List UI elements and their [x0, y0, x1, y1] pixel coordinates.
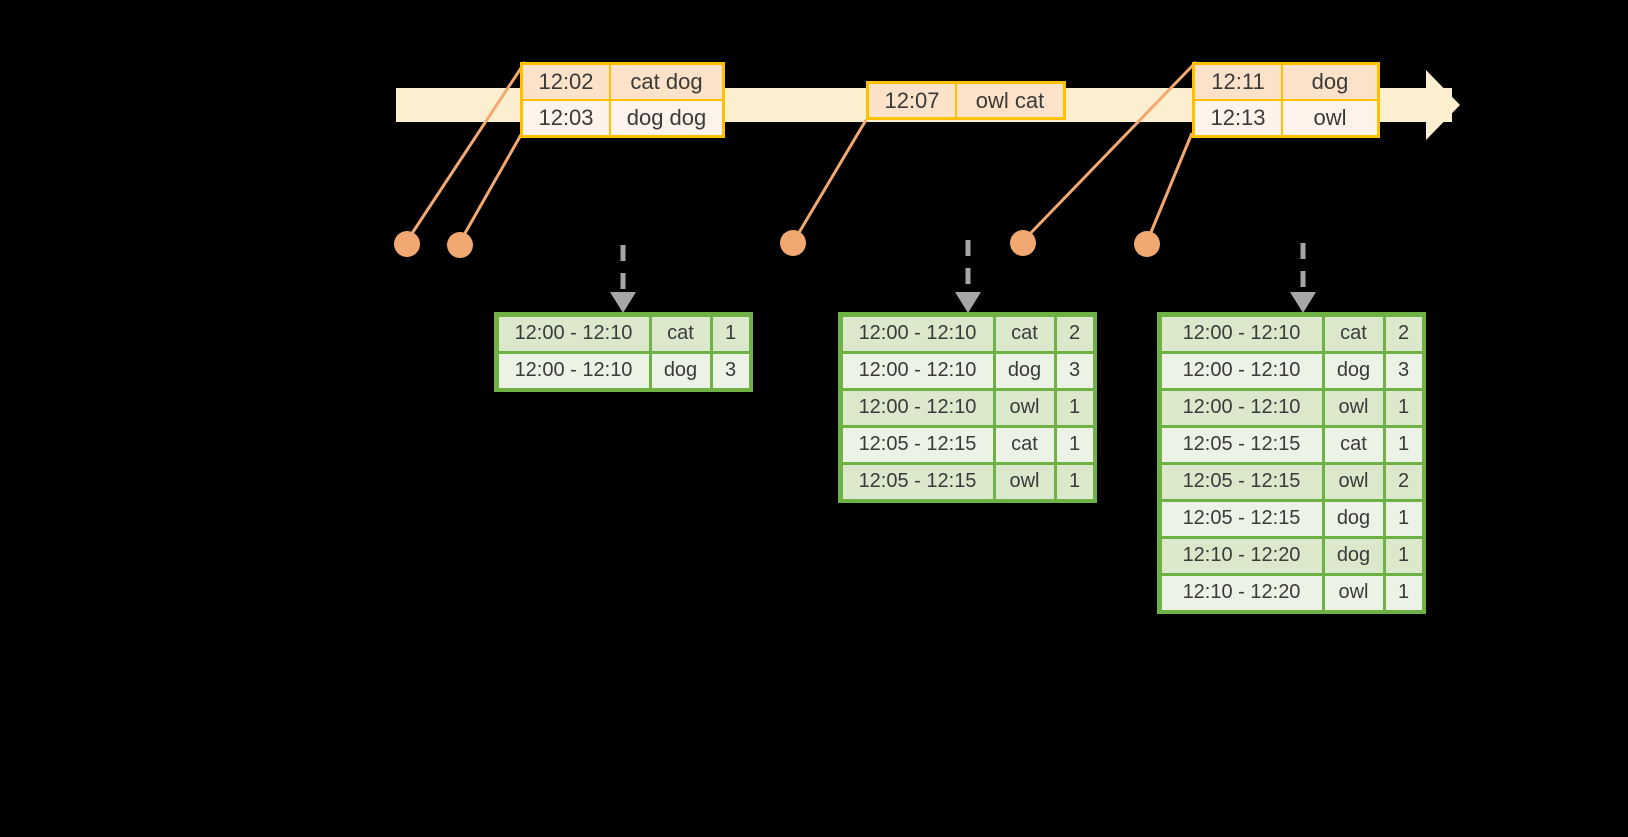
table-row[interactable]: 12:05 - 12:15 dog 1	[1160, 500, 1423, 537]
key-cell: owl	[1324, 464, 1383, 499]
window-cell: 12:00 - 12:10	[1161, 390, 1322, 425]
count-cell: 2	[1385, 464, 1422, 499]
window-cell: 12:10 - 12:20	[1161, 575, 1322, 610]
table-row[interactable]: 12:00 - 12:10 owl 1	[1160, 389, 1423, 426]
result-table-2[interactable]: 12:00 - 12:10 cat 2 12:00 - 12:10 dog 3 …	[838, 312, 1097, 503]
key-cell: cat	[651, 316, 710, 351]
table-row[interactable]: 12:05 - 12:15 owl 1	[841, 463, 1094, 500]
event-row[interactable]: 12:03 dog dog	[523, 99, 722, 135]
emit-arrows	[620, 240, 1306, 292]
count-cell: 1	[1385, 575, 1422, 610]
event-group-3[interactable]: 12:11 dog 12:13 owl	[1192, 62, 1380, 138]
event-value: dog dog	[609, 101, 722, 135]
event-value: dog	[1281, 65, 1377, 99]
count-cell: 1	[1385, 501, 1422, 536]
table-row[interactable]: 12:00 - 12:10 dog 3	[1160, 352, 1423, 389]
count-cell: 3	[1385, 353, 1422, 388]
window-cell: 12:05 - 12:15	[1161, 427, 1322, 462]
key-cell: dog	[651, 353, 710, 388]
key-cell: owl	[995, 390, 1054, 425]
window-cell: 12:00 - 12:10	[842, 353, 993, 388]
window-cell: 12:00 - 12:10	[1161, 316, 1322, 351]
event-time: 12:11	[1211, 69, 1265, 94]
window-cell: 12:00 - 12:10	[1161, 353, 1322, 388]
count-cell: 2	[1385, 316, 1422, 351]
count-cell: 3	[712, 353, 749, 388]
result-table-1[interactable]: 12:00 - 12:10 cat 1 12:00 - 12:10 dog 3	[494, 312, 753, 392]
event-row[interactable]: 12:07 owl cat	[869, 84, 1063, 117]
table-row[interactable]: 12:00 - 12:10 cat 2	[841, 315, 1094, 352]
table-row[interactable]: 12:05 - 12:15 owl 2	[1160, 463, 1423, 500]
window-cell: 12:00 - 12:10	[842, 390, 993, 425]
key-cell: cat	[995, 316, 1054, 351]
leader-dot-1	[394, 231, 420, 257]
table-row[interactable]: 12:10 - 12:20 owl 1	[1160, 574, 1423, 611]
leader-dot-2	[447, 232, 473, 258]
leader-dots	[394, 230, 1160, 258]
count-cell: 1	[1056, 427, 1093, 462]
event-time: 12:13	[1210, 105, 1266, 130]
emit-arrow-heads	[610, 292, 1316, 313]
count-cell: 2	[1056, 316, 1093, 351]
window-cell: 12:00 - 12:10	[842, 316, 993, 351]
key-cell: cat	[995, 427, 1054, 462]
count-cell: 1	[1056, 390, 1093, 425]
window-cell: 12:00 - 12:10	[498, 353, 649, 388]
table-row[interactable]: 12:10 - 12:20 dog 1	[1160, 537, 1423, 574]
table-row[interactable]: 12:00 - 12:10 dog 3	[497, 352, 750, 389]
key-cell: dog	[1324, 501, 1383, 536]
window-cell: 12:05 - 12:15	[842, 464, 993, 499]
window-cell: 12:05 - 12:15	[842, 427, 993, 462]
window-cell: 12:00 - 12:10	[498, 316, 649, 351]
event-value: owl cat	[955, 84, 1063, 117]
key-cell: dog	[995, 353, 1054, 388]
key-cell: dog	[1324, 353, 1383, 388]
key-cell: owl	[1324, 575, 1383, 610]
count-cell: 1	[1385, 538, 1422, 573]
leader-dot-3	[780, 230, 806, 256]
key-cell: dog	[1324, 538, 1383, 573]
leader-dot-4	[1010, 230, 1036, 256]
event-time: 12:02	[538, 69, 594, 94]
count-cell: 3	[1056, 353, 1093, 388]
result-table-3[interactable]: 12:00 - 12:10 cat 2 12:00 - 12:10 dog 3 …	[1157, 312, 1426, 614]
event-value: owl	[1281, 101, 1377, 135]
count-cell: 1	[1056, 464, 1093, 499]
event-group-2[interactable]: 12:07 owl cat	[866, 81, 1066, 120]
window-cell: 12:05 - 12:15	[1161, 464, 1322, 499]
count-cell: 1	[712, 316, 749, 351]
key-cell: owl	[1324, 390, 1383, 425]
table-row[interactable]: 12:00 - 12:10 dog 3	[841, 352, 1094, 389]
event-row[interactable]: 12:02 cat dog	[523, 65, 722, 99]
event-value: cat dog	[609, 65, 722, 99]
table-row[interactable]: 12:05 - 12:15 cat 1	[841, 426, 1094, 463]
count-cell: 1	[1385, 427, 1422, 462]
event-group-1[interactable]: 12:02 cat dog 12:03 dog dog	[520, 62, 725, 138]
leader-dot-5	[1134, 231, 1160, 257]
event-time: 12:03	[538, 105, 594, 130]
key-cell: owl	[995, 464, 1054, 499]
window-cell: 12:10 - 12:20	[1161, 538, 1322, 573]
table-row[interactable]: 12:00 - 12:10 cat 2	[1160, 315, 1423, 352]
table-row[interactable]: 12:00 - 12:10 owl 1	[841, 389, 1094, 426]
table-row[interactable]: 12:00 - 12:10 cat 1	[497, 315, 750, 352]
event-row[interactable]: 12:11 dog	[1195, 65, 1377, 99]
event-time: 12:07	[884, 87, 940, 113]
count-cell: 1	[1385, 390, 1422, 425]
table-row[interactable]: 12:05 - 12:15 cat 1	[1160, 426, 1423, 463]
key-cell: cat	[1324, 427, 1383, 462]
key-cell: cat	[1324, 316, 1383, 351]
event-row[interactable]: 12:13 owl	[1195, 99, 1377, 135]
window-cell: 12:05 - 12:15	[1161, 501, 1322, 536]
